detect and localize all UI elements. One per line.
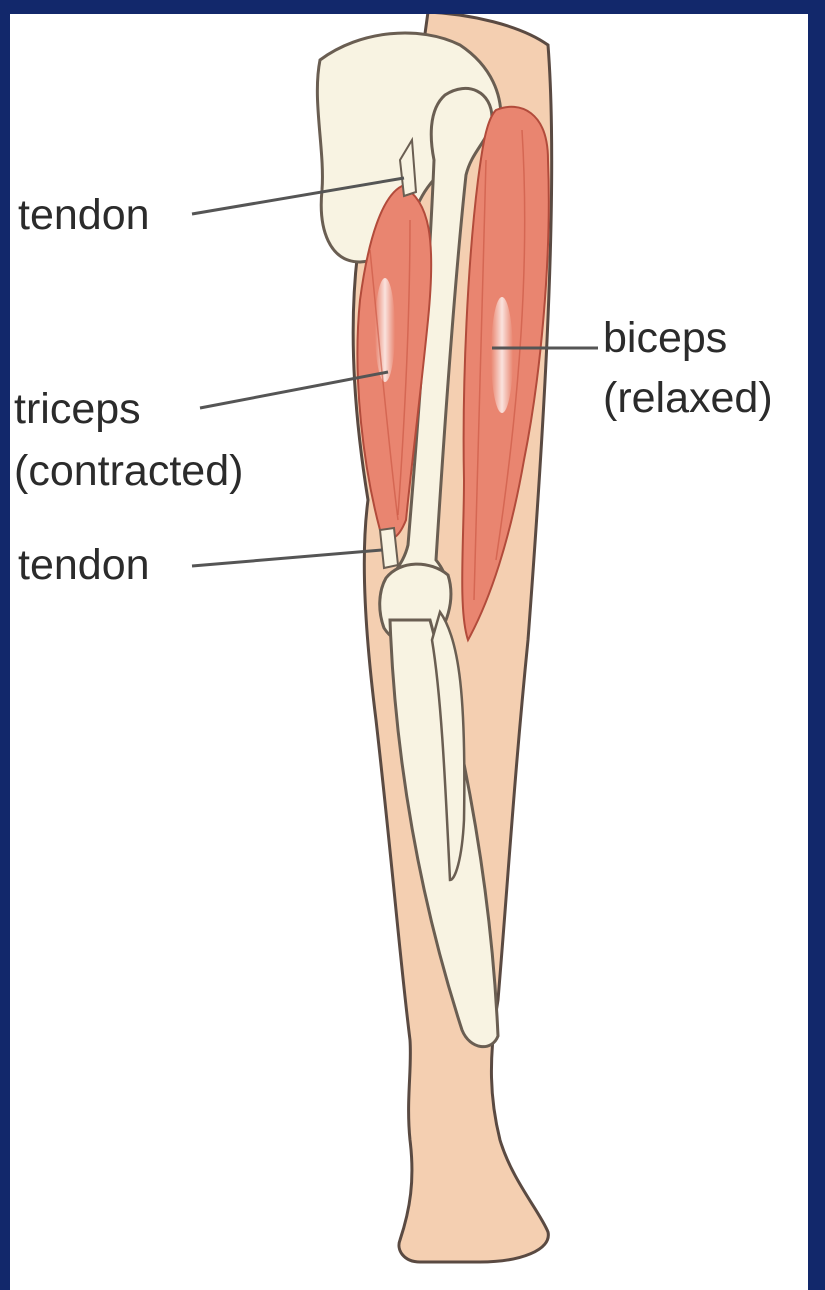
tendon-upper-label: tendon (18, 190, 150, 240)
lower-tendon (380, 528, 398, 568)
triceps-state-label: (contracted) (14, 446, 243, 496)
frame-border-top (0, 0, 825, 14)
tendon-lower-label: tendon (18, 540, 150, 590)
triceps-name-label: triceps (14, 384, 141, 434)
frame-border-right (808, 0, 825, 1290)
frame-border-left (0, 0, 10, 1290)
biceps-name-label: biceps (603, 313, 727, 363)
leader-line-tendon-lower (192, 550, 382, 566)
biceps-state-label: (relaxed) (603, 373, 773, 423)
